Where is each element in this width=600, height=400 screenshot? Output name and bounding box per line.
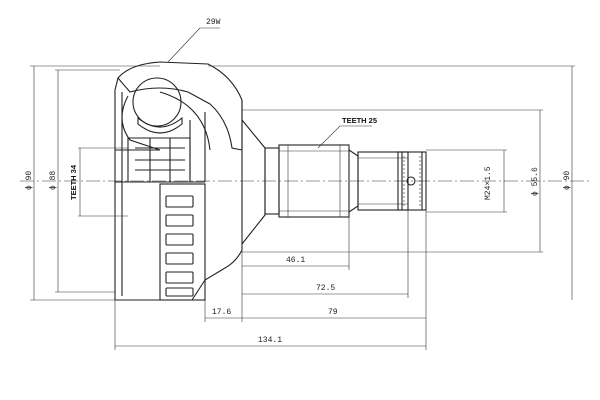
dimensions xyxy=(30,27,575,350)
bell-housing xyxy=(114,61,243,301)
stub-shaft xyxy=(264,144,427,218)
label-29w: 29W xyxy=(206,18,221,27)
dim-thread: M24×1.5 xyxy=(484,166,493,200)
dim-dia-90-left: ϕ 90 xyxy=(25,171,34,190)
label-teeth-25: TEETH 25 xyxy=(342,116,377,125)
neck xyxy=(241,119,266,245)
ball xyxy=(132,77,182,127)
dim-134: 134.1 xyxy=(258,336,282,345)
dim-72: 72.5 xyxy=(316,284,335,293)
dim-46: 46.1 xyxy=(286,256,305,265)
dim-79: 79 xyxy=(328,308,338,317)
dim-dia-90-right: ϕ 90 xyxy=(563,171,572,190)
dim-17: 17.6 xyxy=(212,308,231,317)
dim-dia-88: ϕ 88 xyxy=(49,171,58,190)
label-teeth-34: TEETH 34 xyxy=(69,164,78,200)
cotter-hole xyxy=(406,176,416,186)
dim-dia-55: ϕ 55.6 xyxy=(531,167,540,196)
abs-ring xyxy=(159,183,206,301)
